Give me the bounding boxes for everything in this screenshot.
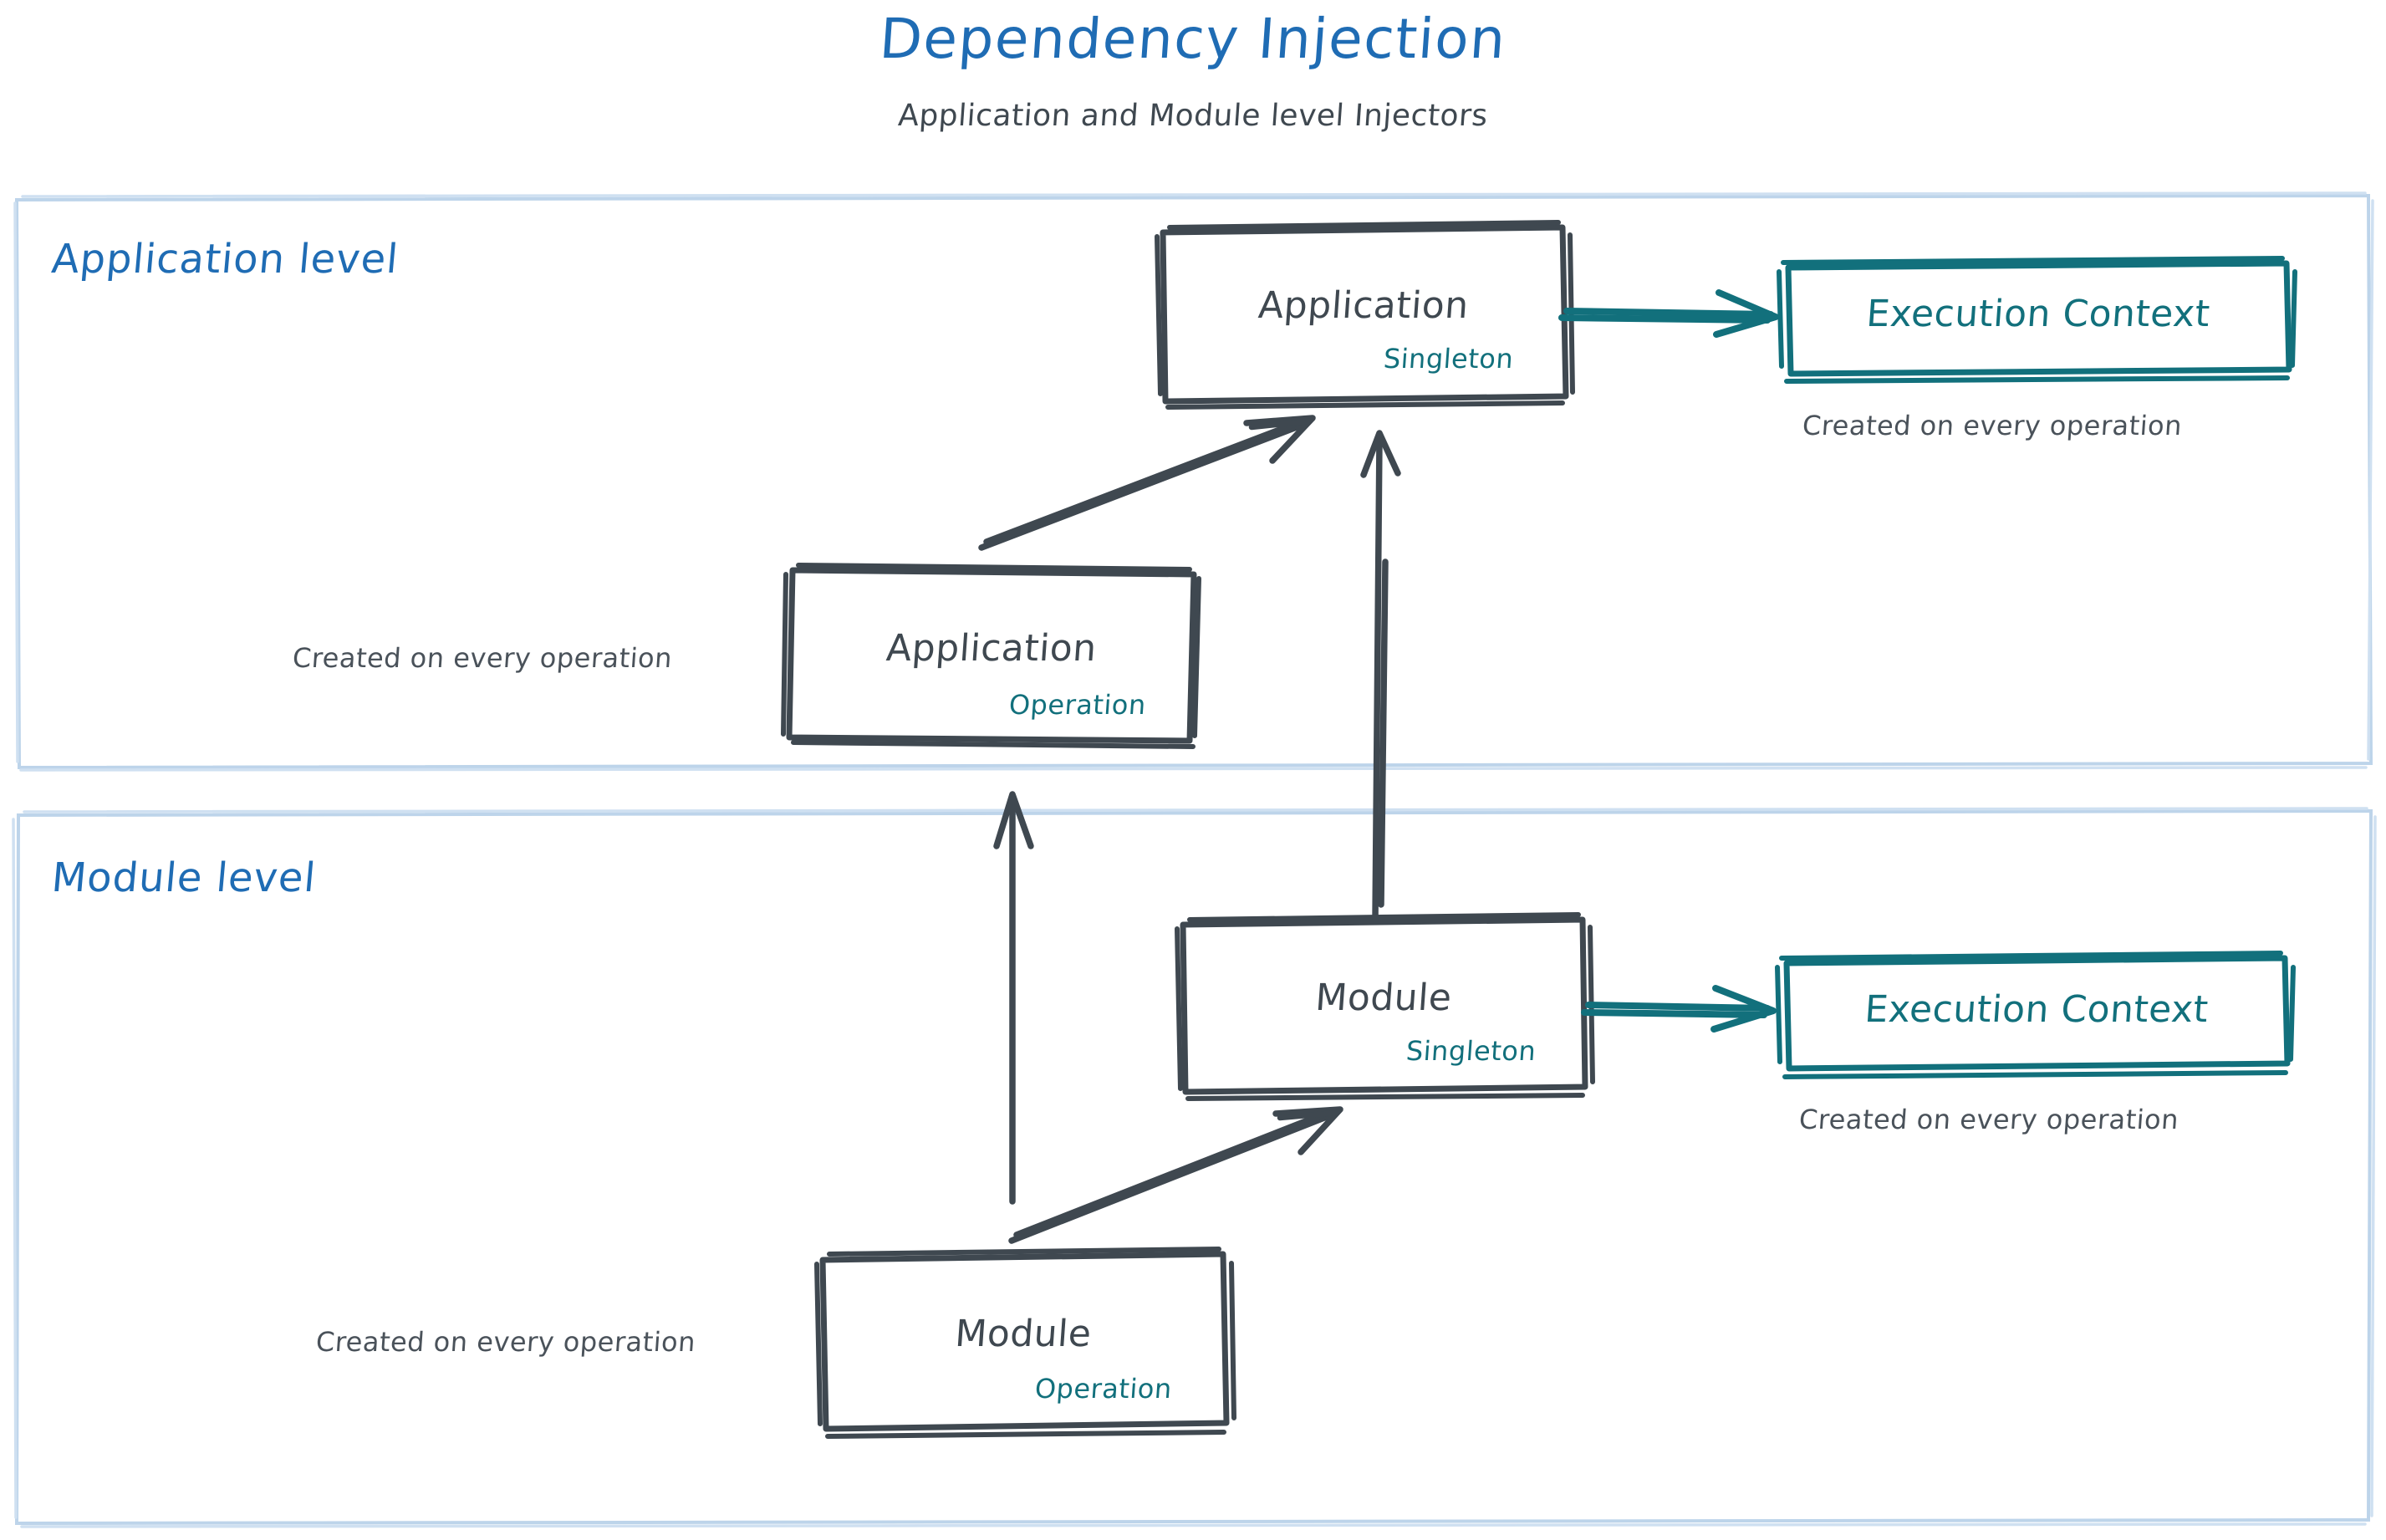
node-execution-context-application-shape <box>1777 256 2297 384</box>
edge-module-singleton-to-exec-ctx <box>1581 985 1777 1033</box>
section-label-application-level: Application level <box>49 236 401 283</box>
note-application-operation: Created on every operation <box>291 642 674 674</box>
node-application-operation-title: Application <box>885 627 1099 670</box>
edge-app-singleton-to-exec-ctx <box>1558 289 1779 338</box>
node-module-operation-scope: Operation <box>1033 1373 1174 1405</box>
page-title: Dependency Injection <box>877 7 1509 71</box>
note-execution-context-application: Created on every operation <box>1801 410 2184 441</box>
edge-module-operation-to-app-operation <box>993 791 1034 1205</box>
note-execution-context-module: Created on every operation <box>1797 1104 2180 1135</box>
node-module-operation-shape <box>814 1247 1236 1439</box>
node-application-singleton-title: Application <box>1257 284 1471 327</box>
node-application-operation-scope: Operation <box>1007 689 1148 721</box>
panel-module-level <box>12 807 2377 1528</box>
node-execution-context-application-title: Execution Context <box>1864 293 2212 335</box>
page-subtitle: Application and Module level Injectors <box>896 99 1490 133</box>
node-application-singleton-scope: Singleton <box>1382 343 1515 375</box>
edge-module-singleton-to-app-singleton <box>1360 430 1401 923</box>
panel-application-level <box>13 191 2374 772</box>
node-application-operation-shape <box>781 563 1201 749</box>
node-module-singleton-scope: Singleton <box>1405 1035 1537 1067</box>
node-execution-context-module-shape <box>1775 951 2296 1079</box>
node-module-singleton-title: Module <box>1313 977 1454 1019</box>
node-execution-context-module-title: Execution Context <box>1863 988 2210 1031</box>
edge-app-operation-to-app-singleton <box>978 415 1316 551</box>
node-module-operation-title: Module <box>953 1313 1094 1355</box>
section-label-module-level: Module level <box>49 854 319 901</box>
edge-module-operation-to-module-singleton <box>1008 1106 1343 1244</box>
note-module-operation: Created on every operation <box>314 1326 697 1358</box>
